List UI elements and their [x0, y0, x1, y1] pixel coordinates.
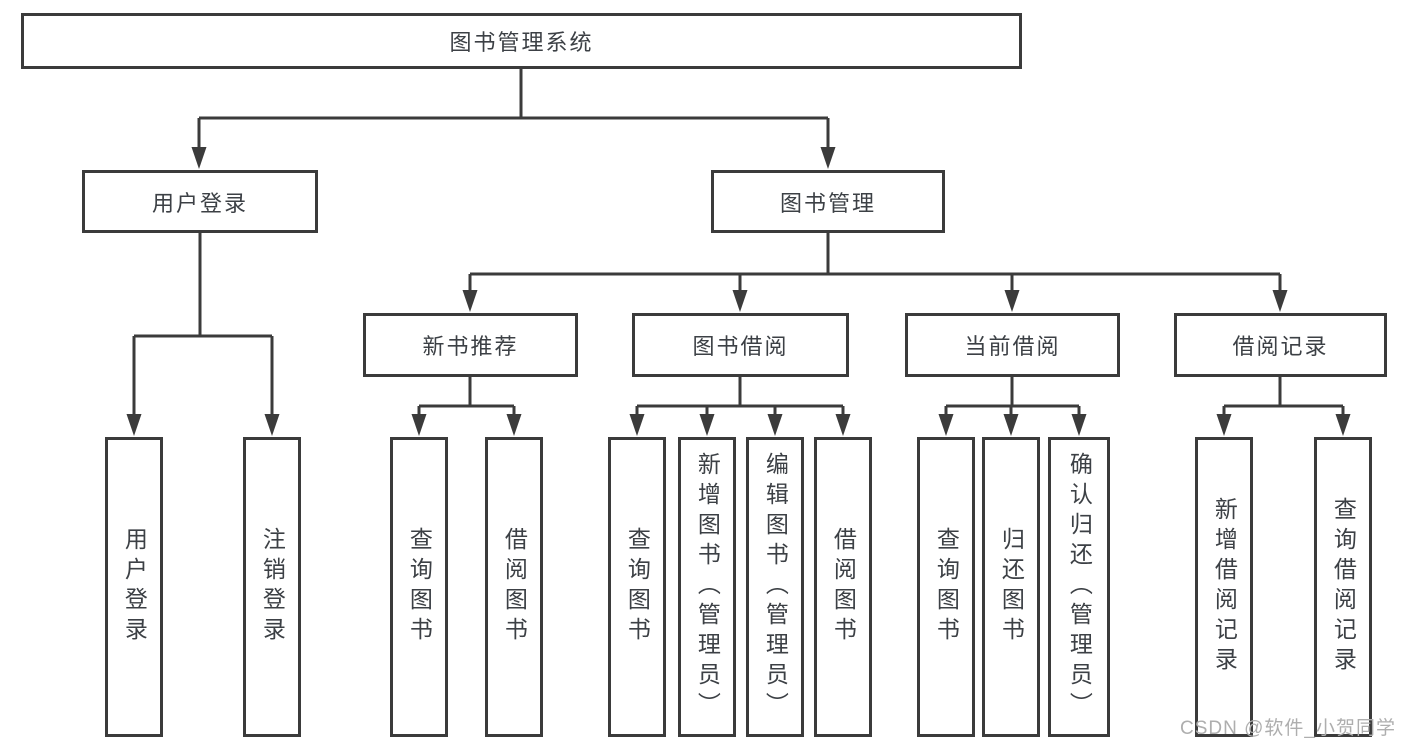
- leaf-add-borrow-record: 新增借阅记录: [1195, 437, 1253, 737]
- leaf-logout: 注销登录: [243, 437, 301, 737]
- node-book-borrowing: 图书借阅: [632, 313, 849, 377]
- leaf-add-books-admin: 新增图书（管理员）: [678, 437, 736, 737]
- csdn-watermark: CSDN @软件_小贺同学: [1180, 718, 1396, 739]
- node-library-system: 图书管理系统: [21, 13, 1022, 69]
- node-book-management: 图书管理: [711, 170, 945, 233]
- leaf-edit-books-admin: 编辑图书（管理员）: [746, 437, 804, 737]
- leaf-query-borrow-record: 查询借阅记录: [1314, 437, 1372, 737]
- node-current-borrowing: 当前借阅: [905, 313, 1120, 377]
- leaf-search-books-borrow: 查询图书: [608, 437, 666, 737]
- leaf-return-books: 归还图书: [982, 437, 1040, 737]
- leaf-search-books-current: 查询图书: [917, 437, 975, 737]
- node-borrowing-records: 借阅记录: [1174, 313, 1387, 377]
- leaf-borrow-books: 借阅图书: [814, 437, 872, 737]
- node-user-login-branch: 用户登录: [82, 170, 318, 233]
- leaf-confirm-return-admin: 确认归还（管理员）: [1048, 437, 1110, 737]
- arrowheads: [126, 147, 1351, 436]
- leaf-search-books-recommend: 查询图书: [390, 437, 448, 737]
- leaf-user-login: 用户登录: [105, 437, 163, 737]
- node-new-book-recommend: 新书推荐: [363, 313, 578, 377]
- leaf-borrow-books-recommend: 借阅图书: [485, 437, 543, 737]
